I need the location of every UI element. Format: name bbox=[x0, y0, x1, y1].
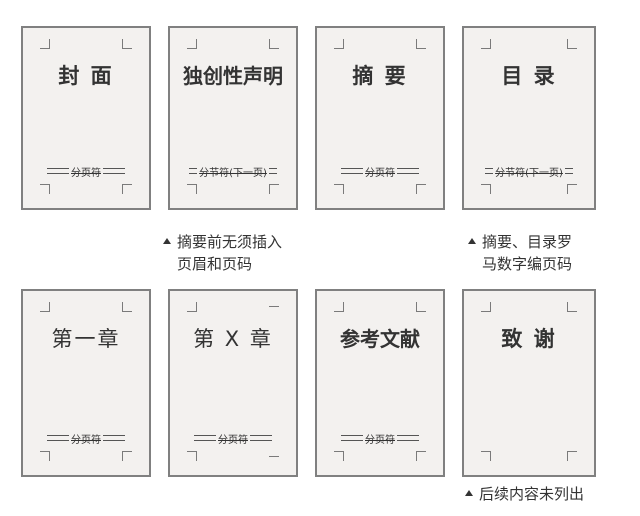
page-break: 分页符 bbox=[325, 164, 435, 179]
break-line bbox=[47, 168, 69, 174]
corner-mark-icon bbox=[334, 184, 344, 194]
corner-mark-icon bbox=[40, 184, 50, 194]
corner-mark-icon bbox=[334, 39, 344, 49]
corner-mark-icon bbox=[567, 451, 577, 461]
corner-mark-icon bbox=[567, 184, 577, 194]
page-cover: 封 面 分页符 bbox=[21, 26, 151, 210]
corner-mark-icon bbox=[269, 184, 279, 194]
break-label: 分页符 bbox=[365, 167, 395, 179]
corner-mark-icon bbox=[40, 451, 50, 461]
corner-mark-icon bbox=[122, 451, 132, 461]
corner-mark-icon bbox=[334, 451, 344, 461]
break-line bbox=[250, 435, 272, 441]
page-abstract: 摘 要 分页符 bbox=[315, 26, 445, 210]
corner-mark-icon bbox=[122, 184, 132, 194]
break-line bbox=[397, 168, 419, 174]
break-line bbox=[103, 435, 125, 441]
page-chapter-1: 第一章 分页符 bbox=[21, 289, 151, 477]
break-label: 分节符(下一页) bbox=[495, 167, 563, 179]
break-line bbox=[341, 168, 363, 174]
break-line bbox=[189, 168, 198, 174]
note-line: 页眉和页码 bbox=[177, 255, 253, 273]
corner-mark-icon bbox=[567, 39, 577, 49]
break-line bbox=[564, 168, 573, 174]
corner-mark-icon bbox=[416, 451, 426, 461]
break-label: 分节符(下一页) bbox=[199, 167, 267, 179]
triangle-up-icon bbox=[163, 238, 171, 244]
page-title: 致 谢 bbox=[501, 327, 557, 351]
break-label: 分页符 bbox=[71, 167, 101, 179]
triangle-up-icon bbox=[465, 490, 473, 496]
break-line bbox=[194, 435, 216, 441]
corner-mark-icon bbox=[481, 39, 491, 49]
corner-mark-icon bbox=[269, 39, 279, 49]
page-declaration: 独创性声明 分节符(下一页) bbox=[168, 26, 298, 210]
page-title: 第 X 章 bbox=[193, 327, 273, 351]
corner-mark-icon bbox=[40, 302, 50, 312]
note-line: 摘要、目录罗 bbox=[482, 233, 573, 251]
page-title: 封 面 bbox=[58, 64, 114, 88]
page-contents: 目 录 分节符(下一页) bbox=[462, 26, 596, 210]
note-line: 马数字编页码 bbox=[482, 255, 573, 273]
note-roman-numerals: 摘要、目录罗 马数字编页码 bbox=[468, 231, 572, 275]
break-label: 分页符 bbox=[71, 434, 101, 446]
corner-mark-icon bbox=[187, 302, 197, 312]
note-line: 摘要前无须插入 bbox=[177, 233, 283, 251]
corner-mark-icon bbox=[187, 451, 197, 461]
corner-mark-icon bbox=[187, 184, 197, 194]
break-line bbox=[103, 168, 125, 174]
page-chapter-x: 第 X 章 分页符 bbox=[168, 289, 298, 477]
corner-mark-icon bbox=[269, 302, 279, 307]
page-title: 摘 要 bbox=[352, 64, 408, 88]
corner-mark-icon bbox=[481, 302, 491, 312]
corner-mark-icon bbox=[40, 39, 50, 49]
page-acknowledgements: 致 谢 bbox=[462, 289, 596, 477]
section-break: 分节符(下一页) bbox=[472, 164, 586, 179]
corner-mark-icon bbox=[567, 302, 577, 312]
corner-mark-icon bbox=[481, 184, 491, 194]
page-title: 目 录 bbox=[501, 64, 557, 88]
break-line bbox=[397, 435, 419, 441]
corner-mark-icon bbox=[416, 302, 426, 312]
corner-mark-icon bbox=[122, 302, 132, 312]
note-line: 后续内容未列出 bbox=[479, 485, 585, 503]
corner-mark-icon bbox=[416, 184, 426, 194]
break-line bbox=[341, 435, 363, 441]
corner-mark-icon bbox=[416, 39, 426, 49]
corner-mark-icon bbox=[122, 39, 132, 49]
break-line bbox=[485, 168, 494, 174]
page-title: 参考文献 bbox=[340, 327, 420, 351]
page-break: 分页符 bbox=[325, 431, 435, 446]
page-break: 分页符 bbox=[178, 431, 288, 446]
page-break: 分页符 bbox=[31, 431, 141, 446]
corner-mark-icon bbox=[269, 452, 279, 457]
break-label: 分页符 bbox=[218, 434, 248, 446]
page-references: 参考文献 分页符 bbox=[315, 289, 445, 477]
break-line bbox=[47, 435, 69, 441]
triangle-up-icon bbox=[468, 238, 476, 244]
note-no-header: 摘要前无须插入 页眉和页码 bbox=[163, 231, 282, 275]
page-title: 第一章 bbox=[51, 327, 121, 351]
page-break: 分页符 bbox=[31, 164, 141, 179]
section-break: 分节符(下一页) bbox=[178, 164, 288, 179]
note-more-content: 后续内容未列出 bbox=[465, 483, 584, 505]
break-label: 分页符 bbox=[365, 434, 395, 446]
corner-mark-icon bbox=[334, 302, 344, 312]
page-title: 独创性声明 bbox=[183, 64, 283, 88]
break-line bbox=[268, 168, 277, 174]
corner-mark-icon bbox=[187, 39, 197, 49]
corner-mark-icon bbox=[481, 451, 491, 461]
